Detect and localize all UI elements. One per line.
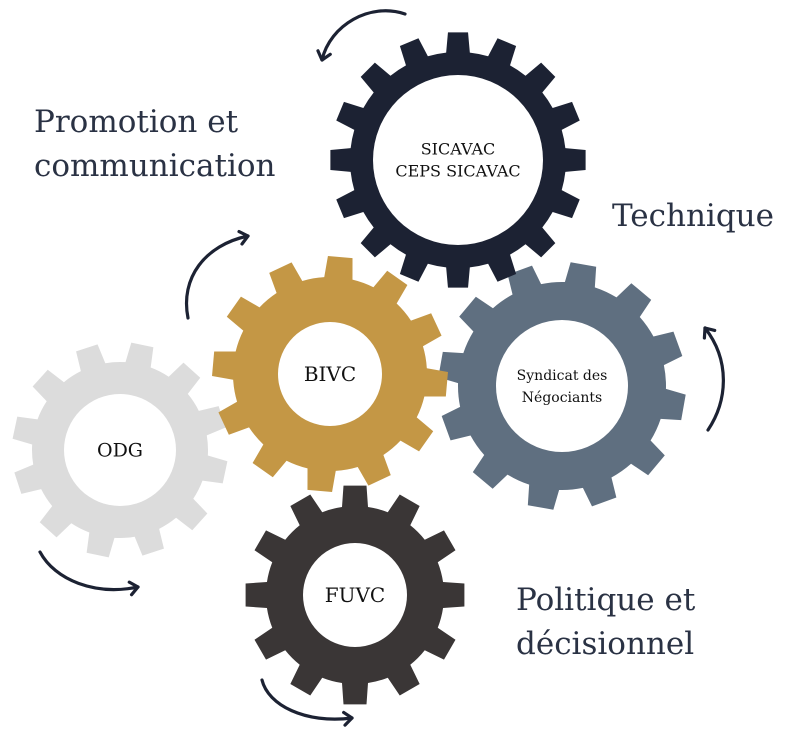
- arrow-odg-bottom-head: [127, 580, 140, 597]
- arrow-odg-bottom: [38, 550, 140, 597]
- arrow-right-up-shaft: [703, 326, 725, 432]
- gear-fuvc-label-1: FUVC: [325, 583, 385, 607]
- label-politique-line-2: décisionnel: [516, 626, 695, 662]
- label-technique: Technique: [612, 194, 774, 238]
- gear-bivc: BIVC: [212, 256, 448, 492]
- arrow-right-up: [702, 326, 725, 432]
- arrow-left-up-head: [237, 230, 250, 246]
- arrow-top: [316, 9, 407, 62]
- gear-sicavac: SICAVAC CEPS SICAVAC: [330, 32, 586, 288]
- gear-syndicat-label-1: Syndicat des: [517, 368, 608, 384]
- gear-sicavac-center: [373, 75, 543, 245]
- label-technique-line-1: Technique: [612, 198, 774, 234]
- arrow-odg-bottom-shaft: [38, 550, 140, 592]
- arrow-top-shaft: [320, 9, 407, 62]
- gear-odg-label-1: ODG: [97, 440, 143, 462]
- gear-bivc-label-1: BIVC: [304, 362, 356, 386]
- label-promotion-line-1: Promotion et: [34, 104, 239, 140]
- label-promotion-communication: Promotion et communication: [34, 100, 276, 188]
- arrow-left-up-shaft: [185, 234, 250, 320]
- gear-fuvc-center: [303, 543, 407, 647]
- gear-bivc-center: [278, 322, 382, 426]
- gear-syndicat-label-2: Négociants: [522, 390, 602, 406]
- arrow-fuvc-bottom-shaft: [260, 678, 354, 721]
- gear-fuvc: FUVC: [245, 485, 465, 705]
- gear-odg: ODG: [12, 342, 228, 558]
- arrow-right-up-head: [702, 326, 717, 340]
- arrow-fuvc-bottom: [260, 678, 354, 727]
- arrow-top-head: [316, 49, 332, 62]
- gear-syndicat-center: [496, 320, 628, 452]
- label-politique-line-1: Politique et: [516, 582, 696, 618]
- label-promotion-line-2: communication: [34, 148, 276, 184]
- arrow-fuvc-bottom-head: [342, 710, 354, 727]
- gear-sicavac-label-2: CEPS SICAVAC: [395, 162, 520, 181]
- arrow-left-up: [185, 230, 250, 320]
- gear-odg-center: [64, 394, 176, 506]
- label-politique-decisionnel: Politique et décisionnel: [516, 578, 695, 666]
- gear-sicavac-label-1: SICAVAC: [421, 140, 496, 159]
